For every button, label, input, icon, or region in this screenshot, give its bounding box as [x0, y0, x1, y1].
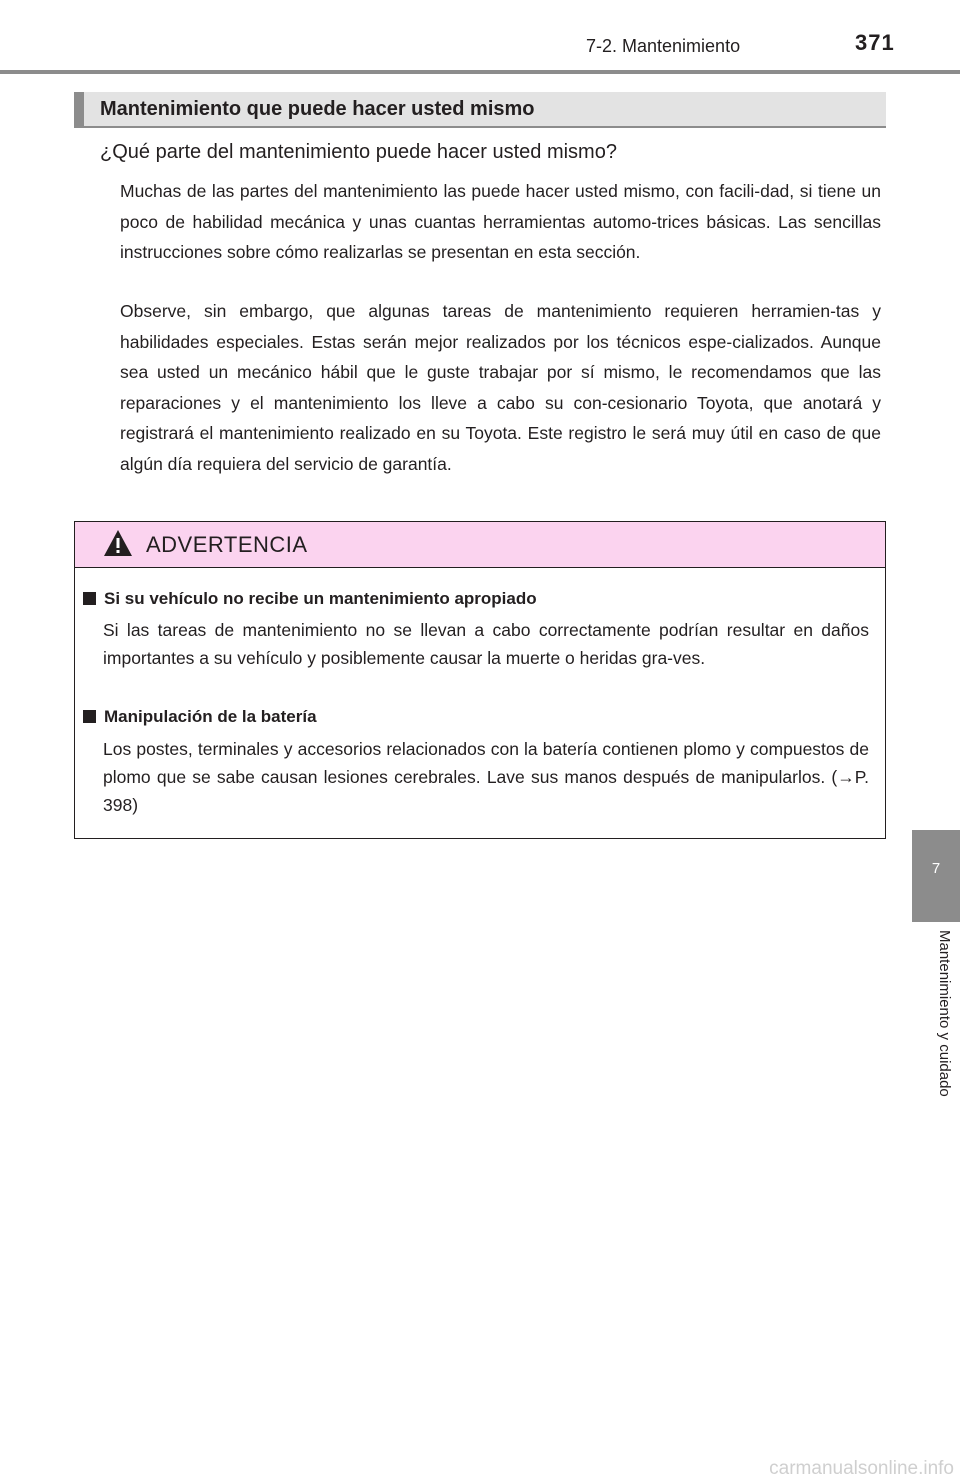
warning-header: ADVERTENCIA	[75, 522, 885, 568]
warning-box: ADVERTENCIA Si su vehículo no recibe un …	[74, 521, 886, 839]
chapter-number: 7	[931, 860, 941, 877]
page-number: 371	[855, 30, 895, 55]
warning-title: ADVERTENCIA	[146, 532, 308, 557]
warning-item-text: Los postes, terminales y accesorios rela…	[103, 739, 869, 815]
warning-item-heading: Manipulación de la batería	[83, 707, 317, 727]
body-paragraph-2: Observe, sin embargo, que algunas tareas…	[120, 301, 881, 474]
body-paragraph-1: Muchas de las partes del mantenimiento l…	[120, 181, 881, 262]
section-title: Mantenimiento que puede hacer usted mism…	[100, 98, 535, 120]
warning-item-heading-text: Si su vehículo no recibe un mantenimient…	[104, 589, 537, 608]
chapter-side-label: Mantenimiento y cuidado	[936, 930, 953, 1097]
warning-item-heading-text: Manipulación de la batería	[104, 707, 317, 726]
warning-item-text: Si las tareas de mantenimiento no se lle…	[103, 620, 869, 668]
header-rule	[0, 70, 960, 74]
section-heading-bar: Mantenimiento que puede hacer usted mism…	[74, 92, 886, 128]
warning-triangle-icon	[104, 530, 132, 556]
header-section-label: 7-2. Mantenimiento	[586, 36, 741, 56]
warning-item-heading: Si su vehículo no recibe un mantenimient…	[83, 589, 537, 609]
question-heading: ¿Qué parte del mantenimiento puede hacer…	[100, 141, 617, 163]
square-bullet-icon	[83, 592, 96, 605]
watermark: carmanualsonline.info	[769, 1458, 954, 1479]
square-bullet-icon	[83, 710, 96, 723]
chapter-side-tab: 7	[912, 830, 960, 922]
